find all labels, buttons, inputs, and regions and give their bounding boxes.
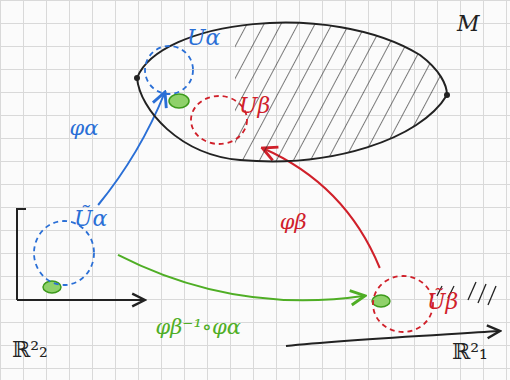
- hatching: [235, 0, 450, 170]
- chart-domain: Uα: [147, 22, 224, 92]
- region-label: M: [457, 12, 480, 36]
- axis-tick: [17, 208, 26, 210]
- map-arrow: [262, 148, 379, 268]
- map-label: φβ: [280, 211, 307, 234]
- region-label: Uα: [187, 26, 220, 50]
- chart-image: Ũβ: [365, 268, 465, 340]
- region-label: Uβ: [239, 94, 270, 118]
- axis: [16, 208, 18, 300]
- chart-image: Ũα: [28, 205, 118, 290]
- manifold-region: MUαUβ: [135, 10, 447, 168]
- map-arrow: [98, 92, 165, 205]
- plane-label: ℝ²₁: [452, 340, 488, 364]
- lemon-outline: [135, 10, 447, 168]
- map-label: φβ⁻¹∘φα: [155, 316, 241, 339]
- map-label: φα: [69, 117, 98, 140]
- region-label: Ũβ: [427, 290, 458, 314]
- plane-label: ℝ²₂: [12, 338, 48, 362]
- region-label: Ũα: [74, 207, 107, 231]
- chart-domain: Uβ: [187, 88, 279, 148]
- map-arrow: [118, 255, 365, 300]
- axis: [17, 299, 145, 301]
